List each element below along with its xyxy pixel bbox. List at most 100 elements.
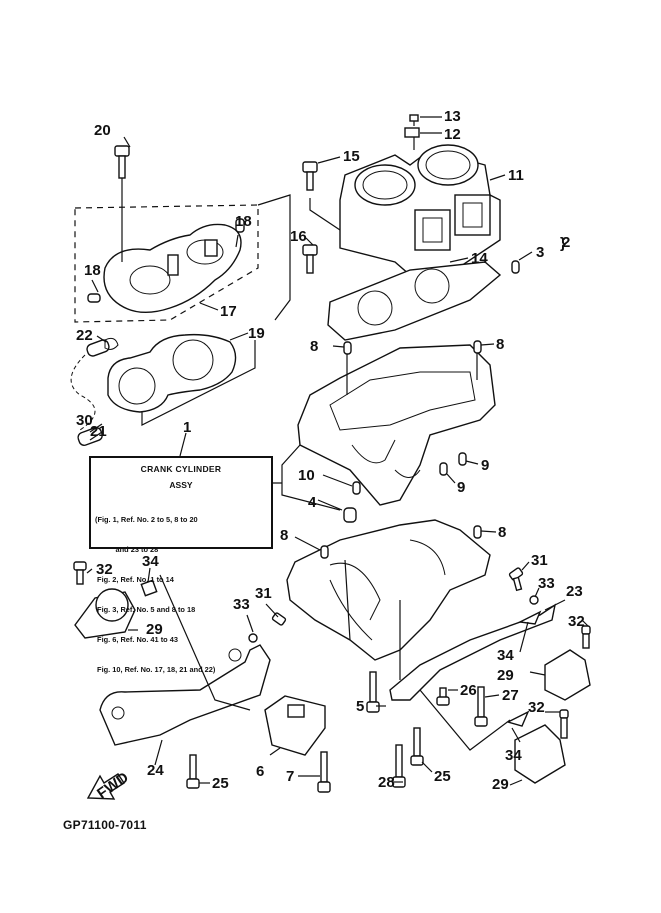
dowel-pin-9-left[interactable] xyxy=(439,462,448,476)
callout-8-lower-right: 8 xyxy=(498,524,506,541)
upper-crankcase[interactable] xyxy=(297,344,496,506)
dowel-pin-18-right[interactable] xyxy=(235,218,245,233)
drawing-code: GP71100-7011 xyxy=(63,818,147,832)
callout-18-right: 18 xyxy=(235,213,252,230)
callout-34-right-lower: 34 xyxy=(505,747,522,764)
callout-33-left: 33 xyxy=(233,596,250,613)
callout-25-left: 25 xyxy=(212,775,229,792)
bolt-32-right-lower[interactable] xyxy=(559,709,569,739)
callout-6: 6 xyxy=(256,763,264,780)
dowel-pin-8-lower-left[interactable] xyxy=(320,545,329,559)
bracket-12[interactable] xyxy=(404,127,420,138)
bearing-4[interactable] xyxy=(343,507,357,523)
hose-clamp-22 xyxy=(104,337,119,350)
callout-2-top: 2 xyxy=(562,234,570,251)
callout-24: 24 xyxy=(147,762,164,779)
callout-29-right-lower: 29 xyxy=(492,776,509,793)
callout-9-right: 9 xyxy=(481,457,489,474)
callout-15: 15 xyxy=(343,148,360,165)
callout-12: 12 xyxy=(444,126,461,143)
note-title: CRANK CYLINDER xyxy=(140,464,222,474)
cylinder-bolt-16[interactable] xyxy=(302,244,318,274)
bolt-32-right-upper[interactable] xyxy=(581,625,591,649)
dowel-pin-9-right[interactable] xyxy=(458,452,467,466)
bolt-7[interactable] xyxy=(317,751,331,793)
note-line: Fig. 3, Ref. No. 5 and 8 to 18 xyxy=(95,605,196,614)
dowel-pin-8-upper-right[interactable] xyxy=(473,340,482,354)
callout-32-left: 32 xyxy=(96,561,113,578)
bolt-32-left[interactable] xyxy=(73,561,87,585)
leader-lines xyxy=(86,116,589,786)
stopper-34-right-lower[interactable] xyxy=(506,710,530,727)
bolt-27[interactable] xyxy=(474,686,488,727)
callout-17: 17 xyxy=(220,303,237,320)
dowel-pin-8-upper-left[interactable] xyxy=(343,341,352,355)
callout-32-right-upper: 32 xyxy=(568,613,585,630)
bolt-28[interactable] xyxy=(392,744,406,788)
water-hose[interactable] xyxy=(70,337,119,446)
cylinder-block[interactable] xyxy=(339,144,501,276)
note-subtitle: ASSY xyxy=(169,480,193,490)
bolt-13[interactable] xyxy=(409,114,419,126)
cylinder-bolt-15[interactable] xyxy=(302,161,341,231)
note-line: and 23 to 28 xyxy=(95,545,159,554)
callout-29-right-upper: 29 xyxy=(497,667,514,684)
washer-33-right[interactable] xyxy=(529,595,539,605)
callout-8-upper-left: 8 xyxy=(310,338,318,355)
callout-31-right: 31 xyxy=(531,552,548,569)
callout-18-left: 18 xyxy=(84,262,101,279)
engine-mount-bracket-23[interactable] xyxy=(389,603,557,701)
dowel-pin-8-lower-right[interactable] xyxy=(473,525,482,539)
callout-34-left: 34 xyxy=(142,553,159,570)
callout-16: 16 xyxy=(290,228,307,245)
callout-8-lower-left: 8 xyxy=(280,527,288,544)
callout-9-left: 9 xyxy=(457,479,465,496)
rubber-mount-29-right-lower[interactable] xyxy=(514,724,566,784)
bolt-31-left[interactable] xyxy=(271,612,287,626)
lower-crankcase[interactable] xyxy=(286,519,491,661)
cylinder-head-group xyxy=(74,145,259,323)
assembly-note-box: CRANK CYLINDER ASSY (Fig. 1, Ref. No. 2 … xyxy=(89,456,273,674)
callout-34-right-upper: 34 xyxy=(497,647,514,664)
stopper-34-left[interactable] xyxy=(140,579,158,597)
callout-28: 28 xyxy=(378,774,395,791)
relay-6[interactable] xyxy=(264,695,326,756)
callout-8-upper-right: 8 xyxy=(496,336,504,353)
bolt-31-right[interactable] xyxy=(508,567,524,592)
callout-26: 26 xyxy=(460,682,477,699)
callout-33-right: 33 xyxy=(538,575,555,592)
base-gasket-14[interactable] xyxy=(327,261,502,341)
callout-29-left: 29 xyxy=(146,621,163,638)
rubber-mount-29-left[interactable] xyxy=(74,588,136,639)
bolt-25-right[interactable] xyxy=(410,727,424,766)
dowel-pin-3[interactable] xyxy=(511,260,520,274)
dowel-pin-10[interactable] xyxy=(352,481,361,495)
rubber-mount-29-right-upper[interactable] xyxy=(544,649,591,701)
callout-25-right: 25 xyxy=(434,768,451,785)
head-bolt-20[interactable] xyxy=(114,145,130,262)
note-lines: (Fig. 1, Ref. No. 2 to 5, 8 to 20 and 23… xyxy=(95,495,271,695)
note-line: (Fig. 1, Ref. No. 2 to 5, 8 to 20 xyxy=(95,515,198,524)
callout-14: 14 xyxy=(471,250,488,267)
bolt-25-left[interactable] xyxy=(186,754,200,789)
callout-21: 21 xyxy=(90,423,107,440)
head-gasket-19[interactable] xyxy=(107,333,237,413)
note-line: Fig. 6, Ref. No. 41 to 43 xyxy=(95,635,178,644)
callout-labels: 20 13 12 15 11 16 14 3 } 2 18 18 17 22 1… xyxy=(76,108,585,793)
engine-mount-bracket-24[interactable] xyxy=(99,644,271,746)
callout-31-left: 31 xyxy=(255,585,272,602)
callout-23: 23 xyxy=(566,583,583,600)
note-line: Fig. 10, Ref. No. 17, 18, 21 and 22) xyxy=(95,665,216,674)
callout-brace: } xyxy=(560,235,566,252)
dowel-pin-18-left[interactable] xyxy=(87,293,101,303)
forward-direction-badge: FWD xyxy=(86,769,132,803)
callout-4: 4 xyxy=(308,494,317,511)
callout-27: 27 xyxy=(502,687,519,704)
callout-10: 10 xyxy=(298,467,315,484)
callout-1: 1 xyxy=(183,419,191,436)
bolt-26[interactable] xyxy=(436,687,450,706)
callout-3: 3 xyxy=(536,244,544,261)
bolt-5[interactable] xyxy=(366,671,380,713)
washer-33-left[interactable] xyxy=(248,633,258,643)
